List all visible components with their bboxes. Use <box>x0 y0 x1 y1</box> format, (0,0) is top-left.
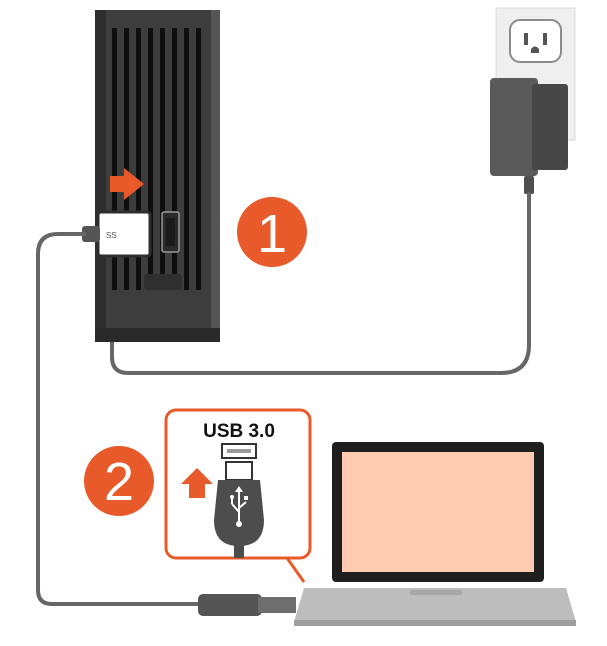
laptop-screen <box>342 452 534 572</box>
usb-micro-b-plug: SS <box>82 210 152 258</box>
usb-cable <box>36 232 204 606</box>
step-1-number: 1 <box>257 204 287 264</box>
svg-text:SS: SS <box>106 231 117 240</box>
usb-a-plug <box>198 594 296 616</box>
drive-vents <box>112 28 201 290</box>
power-adapter <box>490 78 568 194</box>
port-label: USB 3.0 <box>203 421 275 442</box>
laptop-base <box>294 588 576 626</box>
step-1-badge: 1 <box>237 197 307 267</box>
laptop <box>294 442 576 626</box>
up-arrow-icon <box>181 468 213 498</box>
right-arrow-icon <box>110 168 144 200</box>
step-2-badge: 2 <box>84 446 154 516</box>
step-2-number: 2 <box>104 452 134 512</box>
usb-icon <box>230 486 248 527</box>
usb-callout: USB 3.0 <box>164 408 312 583</box>
